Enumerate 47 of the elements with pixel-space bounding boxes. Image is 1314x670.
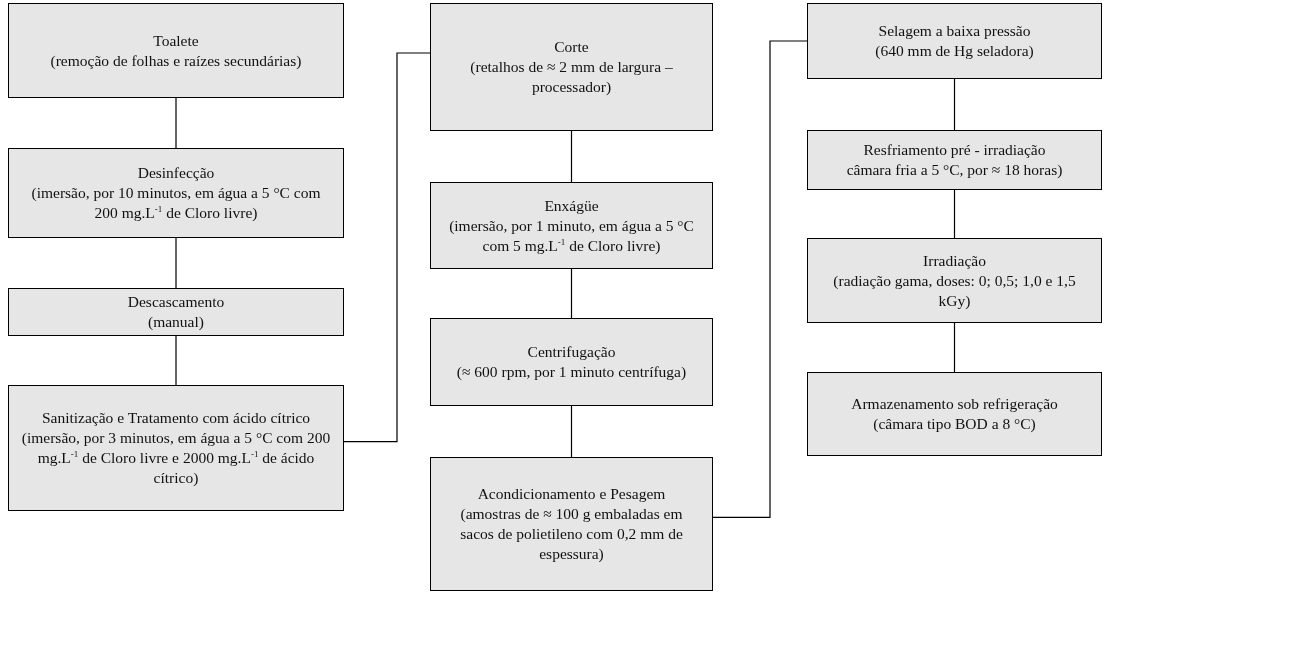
step-title: Descascamento <box>126 292 226 312</box>
step-title: Acondicionamento e Pesagem <box>476 484 667 504</box>
step-title: Selagem a baixa pressão <box>877 21 1032 41</box>
process-box <box>8 288 344 336</box>
process-box <box>807 372 1102 456</box>
connector-line <box>175 97 177 149</box>
connector-line <box>570 130 573 183</box>
step-title: Centrifugação <box>526 342 617 362</box>
step-description: (imersão, por 3 minutos, em água a 5 °C com 200 mg.L$^{-1}$ de Cloro livre e 2000 mg.L$^{-1}$ de ácido cítrico) <box>21 428 331 488</box>
step-description: câmara fria a 5 °C, por ≈ 18 horas) <box>845 160 1064 180</box>
process-box <box>807 238 1102 323</box>
process-box <box>430 3 713 131</box>
step-description: (imersão, por 10 minutos, em água a 5 °C com 200 mg.L$^{-1}$ de Cloro livre) <box>30 183 322 223</box>
step-description: (manual) <box>147 312 205 332</box>
connector-line <box>175 237 177 289</box>
step-title: Corte <box>553 37 590 57</box>
process-box <box>807 3 1102 79</box>
connector-line <box>953 322 956 373</box>
connector-line <box>175 335 177 386</box>
step-title: Toalete <box>152 30 200 51</box>
step-title: Armazenamento sob refrigeração <box>850 394 1059 414</box>
step-description: (amostras de ≈ 100 g embaladas em sacos de polietileno com 0,2 mm de espessura) <box>459 504 684 564</box>
step-description: (640 mm de Hg seladora) <box>874 41 1035 61</box>
step-description: (câmara tipo BOD a 8 °C) <box>872 414 1037 434</box>
connector-line <box>343 52 431 443</box>
connector-line <box>570 268 573 319</box>
process-box <box>430 457 713 591</box>
step-title: Irradiação <box>922 250 987 271</box>
step-title: Desinfecção <box>136 163 216 183</box>
connector-line <box>953 189 956 239</box>
step-description: (retalhos de ≈ 2 mm de largura – processador) <box>469 57 674 97</box>
connector-line <box>953 78 956 131</box>
step-description: (imersão, por 1 minuto, em água a 5 °C com 5 mg.L$^{-1}$ de Cloro livre) <box>448 215 695 256</box>
process-box <box>8 148 344 238</box>
connector-line <box>712 40 808 518</box>
connector-line <box>570 405 573 458</box>
step-title: Sanitização e Tratamento com ácido cítrico <box>40 408 312 428</box>
process-box <box>8 3 344 98</box>
process-box <box>8 385 344 511</box>
step-description: (remoção de folhas e raízes secundárias) <box>49 50 303 71</box>
step-description: (≈ 600 rpm, por 1 minuto centrífuga) <box>455 362 688 382</box>
step-description: (radiação gama, doses: 0; 0,5; 1,0 e 1,5 kGy) <box>832 270 1077 311</box>
process-box <box>807 130 1102 190</box>
step-title: Enxágüe <box>543 195 600 216</box>
step-title: Resfriamento pré - irradiação <box>862 140 1047 160</box>
process-box <box>430 182 713 269</box>
process-box <box>430 318 713 406</box>
